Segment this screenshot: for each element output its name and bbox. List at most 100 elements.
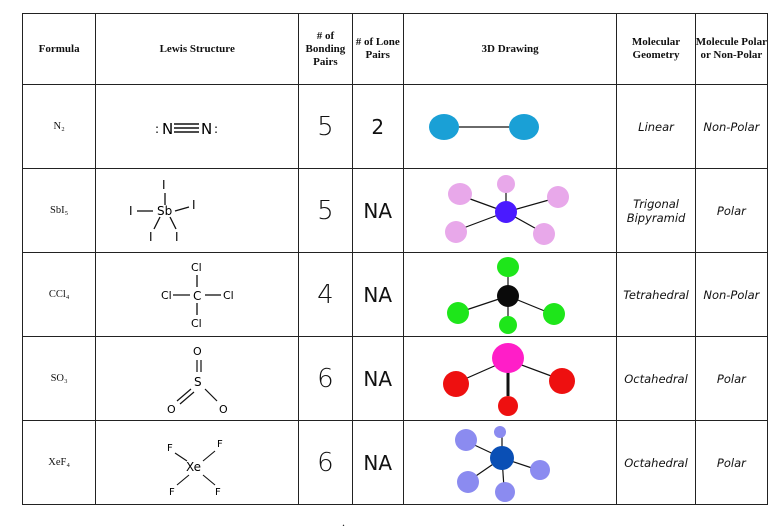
atom-sphere (495, 481, 516, 502)
svg-text:Xe: Xe (186, 460, 201, 474)
atom-sphere (448, 182, 473, 205)
svg-text:Sb: Sb (157, 204, 172, 218)
lewis-structure-sbi5: I Sb I I I I (129, 178, 196, 244)
atom-sphere (429, 113, 460, 140)
table-row: CCl₄ Cl C Cl Cl Cl 4 NA (21, 252, 769, 337)
geometry-cell: Linear (616, 84, 696, 169)
atom-sphere (495, 200, 518, 223)
lone-pairs-cell: NA (351, 168, 404, 253)
atom-sphere (445, 220, 468, 243)
bonding-pairs-cell: 6 (298, 336, 353, 421)
formula-cell: SO₃ (21, 336, 97, 421)
svg-text:I: I (129, 204, 133, 218)
lewis-cell: F F Xe F F (95, 420, 300, 505)
drawing-cell (402, 336, 618, 421)
atom-sphere (497, 284, 520, 307)
header-bonding: # of Bonding Pairs (298, 13, 353, 85)
header-geometry: Molecular Geometry (616, 13, 696, 85)
atom-sphere (492, 342, 525, 373)
drawing-cell (402, 420, 618, 505)
polarity-cell: Polar (694, 168, 769, 253)
atom-sphere (549, 367, 576, 394)
geometry-cell: Octahedral (616, 420, 696, 505)
header-drawing: 3D Drawing (402, 13, 618, 85)
atom-sphere (455, 428, 478, 451)
atom-sphere (509, 113, 540, 140)
svg-text:F: F (217, 439, 223, 450)
svg-text:Cl: Cl (191, 261, 202, 274)
svg-text:F: F (169, 487, 175, 498)
drawing-cell (402, 84, 618, 169)
drawing-cell (402, 168, 618, 253)
formula-cell: N₂ (21, 84, 97, 169)
atom-sphere (530, 459, 551, 480)
drawing-cell (402, 252, 618, 337)
bonding-pairs-cell: 5 (298, 168, 353, 253)
lewis-atom: N (201, 120, 212, 138)
polarity-cell: Polar (694, 336, 769, 421)
geometry-cell: Tetrahedral (616, 252, 696, 337)
svg-text:I: I (175, 230, 179, 244)
svg-text:I: I (192, 198, 196, 212)
atom-sphere (494, 425, 507, 438)
svg-text::: : (155, 122, 159, 136)
svg-text:I: I (162, 178, 166, 192)
atom-sphere (490, 445, 515, 470)
lewis-structure-ccl4: Cl C Cl Cl Cl (161, 261, 234, 330)
atom-sphere (447, 301, 470, 324)
table-row: SbI₅ I Sb I I I I 5 NA (21, 168, 769, 253)
molecule-table: Formula Lewis Structure # of Bonding Pai… (21, 13, 769, 505)
lewis-structure-so3: O S O O (167, 345, 228, 416)
3d-drawing-ccl4 (447, 256, 566, 334)
header-formula: Formula (21, 13, 97, 85)
lewis-cell: : N N : (95, 84, 300, 169)
lewis-cell: Cl C Cl Cl Cl (95, 252, 300, 337)
svg-text:C: C (193, 289, 201, 303)
lone-pairs-cell: NA (351, 420, 404, 505)
header-row: Formula Lewis Structure # of Bonding Pai… (21, 13, 769, 85)
atom-sphere (443, 370, 470, 397)
atom-sphere (547, 185, 570, 208)
lewis-atom: N (162, 120, 173, 138)
lewis-cell: O S O O (95, 336, 300, 421)
table-row: N₂ : N N : 5 2 Linear Non-Polar (21, 84, 769, 169)
atom-sphere (533, 222, 556, 245)
atom-sphere (543, 302, 566, 325)
header-polarity: Molecule Polar or Non-Polar (694, 13, 769, 85)
polarity-cell: Non-Polar (694, 84, 769, 169)
atom-sphere (497, 174, 516, 193)
atom-sphere (497, 256, 520, 277)
header-lewis: Lewis Structure (95, 13, 300, 85)
svg-text:Cl: Cl (161, 289, 172, 302)
atom-sphere (457, 470, 480, 493)
bonding-pairs-cell: 4 (298, 252, 353, 337)
lewis-structure-xef4: F F Xe F F (167, 439, 223, 498)
svg-text:O: O (167, 403, 176, 416)
svg-text:Cl: Cl (191, 317, 202, 330)
3d-drawing-xef4 (455, 425, 551, 502)
svg-text::: : (214, 122, 218, 136)
geometry-cell: Trigonal Bipyramid (616, 168, 696, 253)
lone-pairs-cell: NA (351, 336, 404, 421)
table-row: XeF₄ F F Xe F F 6 NA (21, 420, 769, 505)
header-lone: # of Lone Pairs (351, 13, 404, 85)
polarity-cell: Non-Polar (694, 252, 769, 337)
svg-text:S: S (194, 375, 202, 389)
3d-drawing-n2 (429, 113, 540, 140)
polarity-cell: Polar (694, 420, 769, 505)
formula-cell: CCl₄ (21, 252, 97, 337)
svg-text:Cl: Cl (223, 289, 234, 302)
lone-pairs-cell: NA (351, 252, 404, 337)
svg-text:O: O (193, 345, 202, 358)
footer-mark: . (342, 515, 345, 529)
svg-text:F: F (215, 487, 221, 498)
bonding-pairs-cell: 6 (298, 420, 353, 505)
lewis-cell: I Sb I I I I (95, 168, 300, 253)
svg-text:I: I (149, 230, 153, 244)
lewis-structure-n2: : N N : (155, 120, 218, 138)
svg-text:O: O (219, 403, 228, 416)
svg-text:F: F (167, 443, 173, 454)
bonding-pairs-cell: 5 (298, 84, 353, 169)
atom-sphere (499, 315, 518, 334)
formula-cell: XeF₄ (21, 420, 97, 505)
